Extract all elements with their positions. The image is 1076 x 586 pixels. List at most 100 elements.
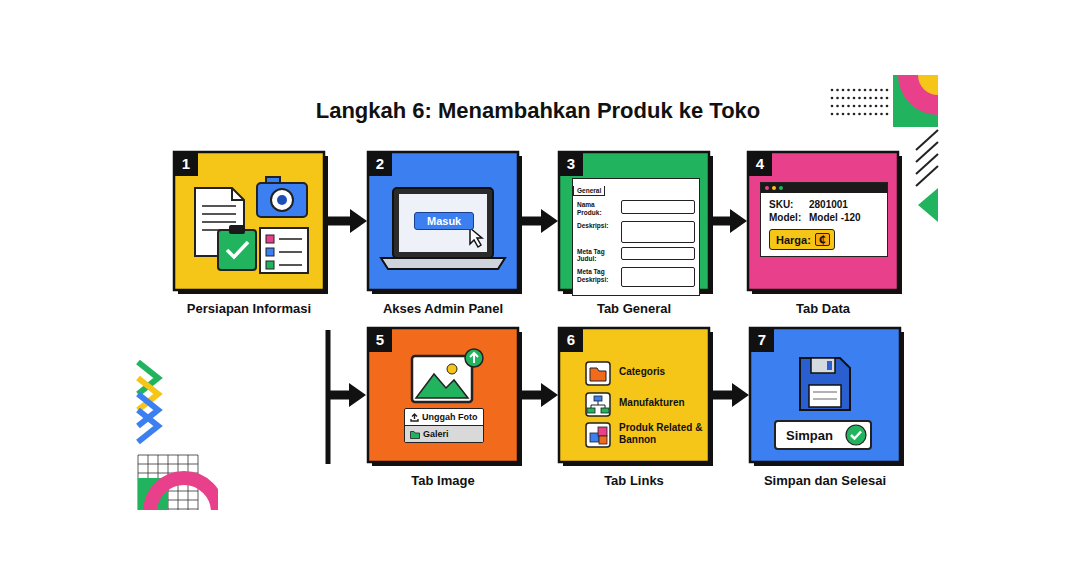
step-panel: 5Tab ImageUnggah FotoGaleri: [368, 328, 518, 496]
window-titlebar: [761, 183, 887, 193]
dot: [869, 113, 872, 116]
page-title: Langkah 6: Menambahkan Produk ke Toko: [0, 98, 1076, 124]
form-tab: General: [573, 186, 605, 196]
form-field-label: Nama Produk:: [577, 200, 621, 217]
number-badge: [174, 152, 198, 176]
camera-icon: [257, 177, 307, 217]
upload-icon: [410, 413, 419, 422]
step-panel: 1Persiapan Informasi: [174, 152, 324, 324]
form-input: [621, 247, 695, 260]
gallery-row: Galeri: [405, 426, 483, 442]
dot: [880, 105, 883, 108]
dot: [875, 89, 878, 92]
data-row: Model:Model -120: [761, 211, 887, 224]
window-dot: [779, 186, 783, 190]
step-caption: Tab Image: [354, 473, 532, 488]
dot: [875, 105, 878, 108]
dot: [858, 89, 861, 92]
currency-symbol: ₵: [815, 233, 830, 246]
dot: [831, 97, 834, 100]
upload-box: Unggah FotoGaleri: [404, 408, 484, 443]
form-field-label: Deskripsi:: [577, 221, 621, 230]
login-button: Masuk: [414, 212, 474, 230]
flow-arrow: [710, 391, 732, 400]
panel-ground: [559, 328, 713, 466]
step-number: 2: [368, 152, 392, 176]
dot: [864, 89, 867, 92]
folder-shape: [411, 431, 420, 438]
form-input: [621, 267, 695, 287]
panel-ground: [368, 328, 522, 466]
check-icon: [845, 424, 867, 446]
folder-icon: [410, 430, 420, 439]
general-form: GeneralNama Produk: Deskripsi: Meta Tag Ju…: [572, 178, 700, 296]
data-field-value: 2801001: [809, 199, 848, 210]
flow-arrow: [710, 217, 730, 226]
dot: [858, 113, 861, 116]
dot: [853, 89, 856, 92]
clipboard-icon: [218, 225, 256, 270]
flow-arrow: [519, 391, 541, 400]
number-badge: [368, 152, 392, 176]
login-button-label: Masuk: [427, 215, 461, 227]
dot: [847, 113, 850, 116]
dot: [886, 105, 889, 108]
dot: [864, 113, 867, 116]
dot: [875, 113, 878, 116]
form-row: Meta Tag Deskripsi:: [577, 267, 695, 287]
step-panel: 6CategorisManufakturenProduk Related & B…: [559, 328, 709, 496]
dot: [869, 97, 872, 100]
chevron-decoration: [138, 362, 158, 442]
dot: [864, 97, 867, 100]
dot-grid: [831, 89, 889, 116]
step-caption: Simpan dan Selesai: [736, 473, 914, 488]
form-field-label: Meta Tag Judul:: [577, 247, 621, 264]
check-mark: [851, 432, 861, 439]
flow-arrow: [325, 217, 350, 226]
panel-ground: [748, 152, 902, 294]
dot: [831, 89, 834, 92]
step-caption: Persiapan Informasi: [160, 301, 338, 316]
number-badge: [750, 328, 774, 352]
dot: [864, 105, 867, 108]
dot: [880, 89, 883, 92]
price-button: Harga: ₵: [769, 229, 835, 250]
dot: [836, 113, 839, 116]
step-caption: Tab General: [545, 301, 723, 316]
flow-arrow: [519, 217, 541, 226]
panel-square: [368, 152, 518, 290]
form-input: [621, 221, 695, 243]
data-field-label: Model:: [769, 212, 809, 223]
step-number: 6: [559, 328, 583, 352]
panel-square: [368, 328, 518, 462]
link-item: Manufakturen: [619, 397, 703, 409]
data-field-value: Model -120: [809, 212, 861, 223]
step-caption: Akses Admin Panel: [354, 301, 532, 316]
dot: [847, 105, 850, 108]
dot: [869, 89, 872, 92]
data-window: SKU:2801001Model:Model -120Harga: ₵: [760, 182, 888, 257]
gallery-label: Galeri: [423, 429, 449, 439]
step-number: 4: [748, 152, 772, 176]
dot: [880, 113, 883, 116]
price-label: Harga:: [776, 234, 811, 246]
corner-decoration: [893, 75, 938, 127]
panel-square: [174, 152, 324, 290]
form-row: Deskripsi:: [577, 221, 695, 243]
form-field-label: Meta Tag Deskripsi:: [577, 267, 621, 284]
dot: [842, 105, 845, 108]
image-icon: [412, 349, 483, 402]
step-panel: 4Tab DataSKU:2801001Model:Model -120Harg…: [748, 152, 898, 324]
form-tab-label: General: [577, 187, 601, 194]
number-badge: [748, 152, 772, 176]
dot: [842, 89, 845, 92]
related-products-icon: [586, 423, 610, 447]
step-number: 1: [174, 152, 198, 176]
data-row: SKU:2801001: [761, 198, 887, 211]
dot: [858, 105, 861, 108]
dot: [831, 113, 834, 116]
dot: [836, 97, 839, 100]
number-badge: [559, 328, 583, 352]
